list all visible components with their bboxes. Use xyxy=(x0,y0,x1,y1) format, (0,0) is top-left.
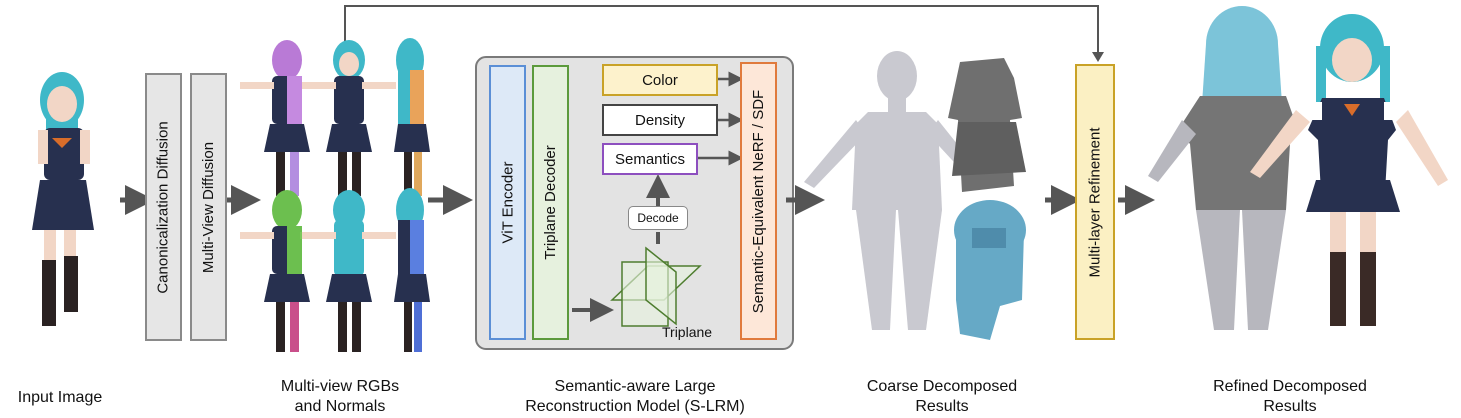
canonicalization-diffusion-block: Canonicalization Diffusion xyxy=(145,73,182,341)
triplane-planes xyxy=(610,246,702,327)
vit-encoder-block: ViT Encoder xyxy=(489,65,526,340)
coarse-hair-mesh xyxy=(954,200,1026,340)
caption-slrm-line2: Reconstruction Model (S-LRM) xyxy=(525,398,745,415)
semantics-head-label: Semantics xyxy=(614,150,686,168)
caption-slrm-line1: Semantic-aware Large xyxy=(554,378,716,395)
density-head-box: Density xyxy=(602,104,718,136)
multiview-rgbs-and-normals xyxy=(240,38,430,352)
caption-slrm: Semantic-aware Large Reconstruction Mode… xyxy=(485,377,785,417)
caption-input-line1: Input Image xyxy=(17,389,103,406)
caption-coarse-line2: Results xyxy=(915,398,969,415)
decode-box: Decode xyxy=(628,206,688,230)
caption-refined-line1: Refined Decomposed xyxy=(1213,378,1367,395)
nerf-sdf-block: Semantic-Equivalent NeRF / SDF xyxy=(740,62,777,340)
multilayer-refinement-label: Multi-layer Refinement xyxy=(1086,126,1104,278)
caption-multiview-line2: and Normals xyxy=(294,398,386,415)
vit-encoder-label: ViT Encoder xyxy=(499,161,516,244)
triplane-label: Triplane xyxy=(662,324,713,340)
caption-multiview: Multi-view RGBs and Normals xyxy=(250,377,430,417)
nerf-sdf-label: Semantic-Equivalent NeRF / SDF xyxy=(750,89,768,313)
color-head-label: Color xyxy=(642,71,678,89)
triplane-decoder-block: Triplane Decoder xyxy=(532,65,569,340)
multiview-diffusion-block: Multi-View Diffusion xyxy=(190,73,227,341)
caption-refined: Refined Decomposed Results xyxy=(1175,377,1405,417)
refined-result-layers xyxy=(1148,6,1448,330)
color-head-box: Color xyxy=(602,64,718,96)
caption-refined-line2: Results xyxy=(1263,398,1317,415)
triplane-decoder-label: Triplane Decoder xyxy=(542,145,559,260)
semantics-head-box: Semantics xyxy=(602,143,698,175)
caption-multiview-line1: Multi-view RGBs xyxy=(280,378,400,395)
multiview-diffusion-label: Multi-View Diffusion xyxy=(200,141,218,273)
input-character-image xyxy=(32,72,94,326)
caption-coarse-line1: Coarse Decomposed xyxy=(866,378,1018,395)
multilayer-refinement-block: Multi-layer Refinement xyxy=(1075,64,1115,340)
caption-coarse: Coarse Decomposed Results xyxy=(832,377,1052,417)
coarse-cloth-mesh xyxy=(948,58,1026,192)
caption-input-image: Input Image xyxy=(0,388,120,408)
decode-label: Decode xyxy=(637,211,679,225)
density-head-label: Density xyxy=(634,111,686,129)
canonicalization-diffusion-label: Canonicalization Diffusion xyxy=(155,120,173,294)
